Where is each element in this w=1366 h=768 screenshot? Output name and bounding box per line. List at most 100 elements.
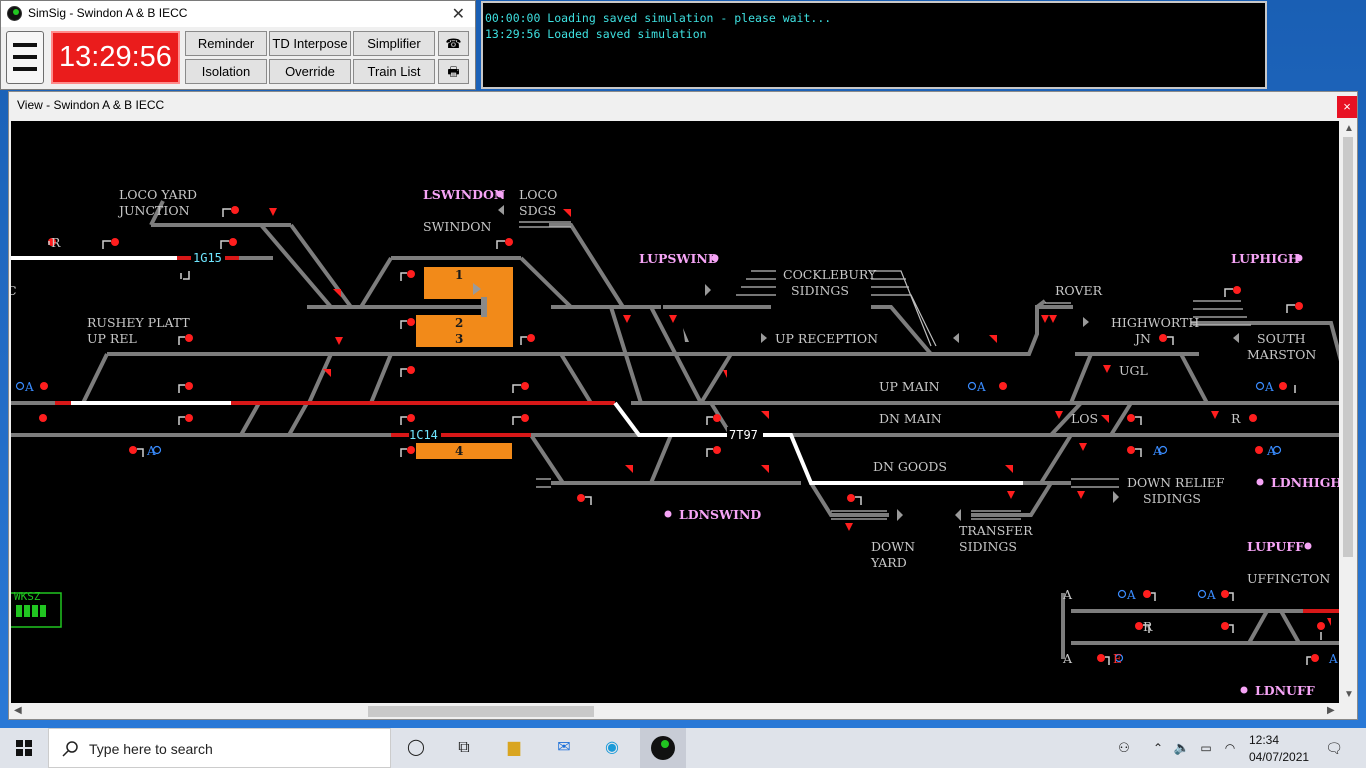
label-lupswind: LUPSWIND xyxy=(639,251,719,266)
simsig-taskbar-icon[interactable] xyxy=(640,728,686,768)
label-junction: JUNCTION xyxy=(117,203,190,218)
track-layout xyxy=(11,200,1339,659)
label-down-relief: DOWN RELIEF xyxy=(1127,475,1225,490)
label-down-relief-sidings: SIDINGS xyxy=(1143,491,1201,506)
scroll-down-icon[interactable]: ▼ xyxy=(1344,689,1354,700)
auto-marker[interactable]: A xyxy=(146,444,156,458)
auto-marker[interactable]: A xyxy=(1328,652,1338,666)
phone-button[interactable]: ☎ xyxy=(438,31,469,56)
tray-time[interactable]: 12:34 xyxy=(1249,733,1280,747)
label-transfer-sidings: SIDINGS xyxy=(959,539,1017,554)
label-dn-main: DN MAIN xyxy=(879,411,942,426)
auto-marker[interactable]: A xyxy=(1206,588,1216,602)
label-transfer: TRANSFER xyxy=(959,523,1033,538)
sim-clock[interactable]: 13:29:56 xyxy=(51,31,180,84)
horizontal-scrollbar[interactable]: ◀ ▶ xyxy=(11,703,1340,719)
printer-icon: 🖶 xyxy=(447,64,460,79)
label-ldnuff: LDNUFF xyxy=(1255,683,1315,698)
menu-bar-icon xyxy=(13,67,37,71)
train-list-button[interactable]: Train List xyxy=(353,59,435,84)
windows-start-icon[interactable] xyxy=(16,740,32,756)
label-highworth-jn: JN xyxy=(1133,331,1151,346)
buffer-stop xyxy=(481,297,487,317)
label-luphigh: LUPHIGH xyxy=(1231,251,1300,266)
file-explorer-icon[interactable]: ▆ xyxy=(507,739,521,756)
people-icon[interactable]: ⚇ xyxy=(1118,740,1130,755)
log-line: 13:29:56 Loaded saved simulation xyxy=(485,27,707,41)
signalling-panel[interactable]: LOCO YARD JUNCTION LOCO SDGS SWINDON COC… xyxy=(11,121,1339,703)
vertical-scroll-thumb[interactable] xyxy=(1343,137,1353,557)
label-dn-goods: DN GOODS xyxy=(873,459,947,474)
train-1c14[interactable]: 1C14 xyxy=(409,428,438,442)
label-cocklebury: COCKLEBURY xyxy=(783,267,877,282)
auto-marker[interactable]: A xyxy=(1264,380,1274,394)
label-lupuff: LUPUFF xyxy=(1247,539,1304,554)
label-los: LOS xyxy=(1071,411,1098,426)
platform-2-number: 2 xyxy=(455,316,463,330)
menu-bar-icon xyxy=(13,55,37,59)
close-icon[interactable]: × xyxy=(1337,96,1357,118)
label-up-main: UP MAIN xyxy=(879,379,940,394)
chevron-up-icon[interactable]: ⌃ xyxy=(1152,741,1164,755)
isolation-button[interactable]: Isolation xyxy=(185,59,267,84)
train-1g15[interactable]: 1G15 xyxy=(193,251,222,265)
label-r-west: R xyxy=(51,235,61,250)
notification-icon[interactable]: 🗨 xyxy=(1325,740,1343,756)
edge-icon[interactable]: ◉ xyxy=(605,739,619,756)
label-a-bottom: A xyxy=(1062,651,1073,666)
control-titlebar[interactable]: SimSig - Swindon A & B IECC ✕ xyxy=(1,1,475,27)
speaker-icon[interactable]: 🔈 xyxy=(1173,740,1191,755)
reminder-button[interactable]: Reminder xyxy=(185,31,267,56)
auto-marker[interactable]: A xyxy=(1266,444,1276,458)
phone-icon: ☎ xyxy=(445,36,462,51)
scroll-right-icon[interactable]: ▶ xyxy=(1327,705,1335,716)
battery-icon[interactable]: ▭ xyxy=(1200,741,1212,755)
scroll-up-icon[interactable]: ▲ xyxy=(1344,123,1354,134)
label-uffington: UFFINGTON xyxy=(1247,571,1330,586)
auto-marker[interactable]: A xyxy=(1126,588,1136,602)
taskbar-search-box[interactable]: Type here to search xyxy=(48,728,391,768)
label-r-east: R xyxy=(1231,411,1241,426)
label-lswindon: LSWINDON xyxy=(423,187,505,202)
message-log[interactable]: 00:00:00 Loading saved simulation - plea… xyxy=(481,1,1267,89)
control-window: SimSig - Swindon A & B IECC ✕ 13:29:56 R… xyxy=(0,0,476,90)
signals[interactable] xyxy=(39,206,1331,665)
hamburger-menu-button[interactable] xyxy=(6,31,44,84)
train-7t97[interactable]: 7T97 xyxy=(729,428,758,442)
auto-marker[interactable]: A xyxy=(24,380,34,394)
label-r-uffington: R xyxy=(1143,619,1153,634)
simsig-app-icon xyxy=(7,6,22,21)
label-marston: MARSTON xyxy=(1247,347,1316,362)
taskbar: Type here to search ◯ ⧉ ▆ ✉ ◉ ⚇ ⌃ 🔈 ▭ ◠ … xyxy=(0,728,1366,768)
label-south: SOUTH xyxy=(1257,331,1306,346)
tray-date[interactable]: 04/07/2021 xyxy=(1249,750,1310,764)
label-a-top: A xyxy=(1062,587,1073,602)
label-down: DOWN xyxy=(871,539,915,554)
search-placeholder: Type here to search xyxy=(89,741,213,757)
label-ldnhigh: LDNHIGH xyxy=(1271,475,1339,490)
override-button[interactable]: Override xyxy=(269,59,351,84)
horizontal-scroll-thumb[interactable] xyxy=(368,706,594,717)
label-loco: LOCO xyxy=(519,187,557,202)
label-rover: ROVER xyxy=(1055,283,1103,298)
td-interpose-button[interactable]: TD Interpose xyxy=(269,31,351,56)
wifi-icon[interactable]: ◠ xyxy=(1224,741,1236,755)
simplifier-button[interactable]: Simplifier xyxy=(353,31,435,56)
close-icon[interactable]: ✕ xyxy=(451,6,465,23)
label-c-edge: C xyxy=(11,283,17,298)
platform-1-number: 1 xyxy=(455,268,463,282)
auto-marker[interactable]: A xyxy=(1152,444,1162,458)
print-button[interactable]: 🖶 xyxy=(438,59,469,84)
cortana-icon[interactable]: ◯ xyxy=(407,739,425,756)
search-icon xyxy=(62,741,78,757)
label-up-reception: UP RECEPTION xyxy=(775,331,878,346)
wksz-panel[interactable]: WKSZ xyxy=(11,590,62,628)
scroll-left-icon[interactable]: ◀ xyxy=(14,705,22,716)
mail-icon[interactable]: ✉ xyxy=(557,739,571,756)
vertical-scrollbar[interactable]: ▲ ▼ xyxy=(1340,121,1356,703)
label-ldnswind: LDNSWIND xyxy=(679,507,761,522)
label-rushey-platt: RUSHEY PLATT xyxy=(87,315,190,330)
label-swindon: SWINDON xyxy=(423,219,492,234)
auto-marker[interactable]: A xyxy=(976,380,986,394)
task-view-icon[interactable]: ⧉ xyxy=(458,739,470,756)
